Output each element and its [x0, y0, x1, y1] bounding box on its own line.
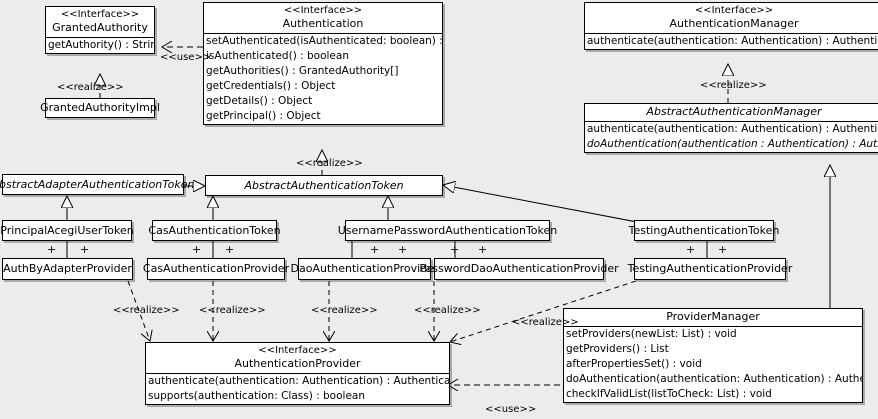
label-realize-testing: <<realize>>: [512, 317, 579, 328]
label-realize-authentication-token: <<realize>>: [296, 158, 363, 169]
class-header: <<Interface>> Authentication: [204, 3, 442, 33]
association-plus-marker: +: [192, 243, 202, 256]
class-name: AbstractAuthenticationManager: [646, 105, 822, 118]
stereotype-label: <<Interface>>: [283, 5, 363, 16]
association-plus-marker: +: [450, 243, 460, 256]
label-realize-dao: <<realize>>: [311, 305, 378, 316]
label-use-provider-manager: <<use>>: [485, 404, 537, 415]
operation-row: getCredentials() : Object: [206, 80, 336, 92]
class-name: TestingAuthenticationToken: [628, 223, 780, 237]
operation-row: getDetails() : Object: [206, 95, 313, 107]
operation-row: doAuthentication(authentication : Authen…: [587, 138, 878, 150]
class-testing-authentication-token[interactable]: TestingAuthenticationToken: [629, 220, 779, 241]
class-header: <<Interface>> GrantedAuthority: [46, 7, 154, 37]
operation-row: supports(authentication: Class) : boolea…: [148, 390, 365, 402]
operation-row: getProviders() : List: [566, 343, 669, 355]
association-plus-marker: +: [398, 243, 408, 256]
class-abstract-adapter-authentication-token[interactable]: AbstractAdapterAuthenticationToken: [0, 174, 194, 195]
class-granted-authority[interactable]: <<Interface>> GrantedAuthority getAuthor…: [45, 6, 155, 54]
operations-compartment: authenticate(authentication: Authenticat…: [585, 121, 878, 152]
class-authentication-provider[interactable]: <<Interface>> AuthenticationProvider aut…: [145, 342, 450, 405]
class-header: <<Interface>> AuthenticationManager: [585, 3, 878, 33]
class-auth-by-adapter-provider[interactable]: AuthByAdapterProvider: [2, 258, 133, 280]
operation-row: authenticate(authentication: Authenticat…: [148, 375, 449, 387]
operation-row: getPrincipal() : Object: [206, 110, 321, 122]
class-name: PasswordDaoAuthenticationProvider: [419, 262, 619, 275]
stereotype-label: <<Interface>>: [60, 9, 140, 20]
class-granted-authority-impl[interactable]: GrantedAuthorityImpl: [40, 98, 160, 118]
stereotype-label: <<Interface>>: [258, 345, 337, 356]
stereotype-label: <<Interface>>: [694, 5, 774, 16]
operation-row: authenticate(authentication: Authenticat…: [587, 123, 878, 135]
class-authentication[interactable]: <<Interface>> Authentication setAuthenti…: [203, 2, 443, 125]
class-cas-authentication-provider[interactable]: CasAuthenticationProvider: [143, 258, 289, 280]
operation-row: isAuthenticated() : boolean: [206, 50, 349, 62]
operation-row: setAuthenticated(isAuthenticated: boolea…: [206, 35, 442, 47]
class-provider-manager[interactable]: ProviderManager setProviders(newList: Li…: [563, 308, 863, 403]
class-dao-authentication-provider[interactable]: DaoAuthenticationProvider: [291, 258, 439, 280]
class-authentication-manager[interactable]: <<Interface>> AuthenticationManager auth…: [584, 2, 878, 50]
class-name: CasAuthenticationProvider: [142, 262, 290, 275]
operations-compartment: authenticate(authentication: Authenticat…: [585, 33, 878, 49]
class-name: AbstractAuthenticationToken: [244, 178, 404, 192]
operations-compartment: setProviders(newList: List) : void getPr…: [564, 326, 862, 402]
operation-row: getAuthority() : String: [48, 39, 154, 51]
class-username-password-authentication-token[interactable]: UsernamePasswordAuthenticationToken: [338, 220, 557, 241]
class-name: Authentication: [282, 17, 364, 30]
class-name: AuthenticationManager: [669, 17, 799, 30]
association-plus-marker: +: [686, 243, 696, 256]
class-name: GrantedAuthorityImpl: [40, 101, 160, 114]
label-realize-cas: <<realize>>: [199, 305, 266, 316]
association-plus-marker: +: [478, 243, 488, 256]
label-realize-authentication-manager: <<realize>>: [700, 80, 767, 91]
operations-compartment: authenticate(authentication: Authenticat…: [146, 373, 449, 404]
class-name: GrantedAuthority: [52, 21, 148, 34]
class-name: DaoAuthenticationProvider: [290, 262, 439, 275]
class-abstract-authentication-manager[interactable]: AbstractAuthenticationManager authentica…: [584, 103, 878, 153]
class-abstract-authentication-token[interactable]: AbstractAuthenticationToken: [205, 175, 443, 196]
operation-row: getAuthorities() : GrantedAuthority[]: [206, 65, 399, 77]
class-testing-authentication-provider[interactable]: TestingAuthenticationProvider: [628, 258, 792, 280]
operation-row: afterPropertiesSet() : void: [566, 358, 702, 370]
label-realize-granted-authority: <<realize>>: [57, 82, 124, 93]
class-principal-acegi-user-token[interactable]: PrincipalAcegiUserToken: [0, 220, 134, 241]
label-realize-password-dao: <<realize>>: [414, 305, 481, 316]
class-name: TestingAuthenticationProvider: [627, 262, 793, 275]
operation-row: doAuthentication(authentication: Authent…: [566, 373, 862, 385]
class-name: UsernamePasswordAuthenticationToken: [337, 223, 558, 237]
class-password-dao-authentication-provider[interactable]: PasswordDaoAuthenticationProvider: [419, 258, 619, 280]
operation-row: checkIfValidList(listToCheck: List) : vo…: [566, 388, 772, 400]
class-header: ProviderManager: [564, 309, 862, 326]
operation-row: setProviders(newList: List) : void: [566, 328, 737, 340]
class-name: AuthByAdapterProvider: [3, 262, 132, 275]
association-plus-marker: +: [370, 243, 380, 256]
operations-compartment: setAuthenticated(isAuthenticated: boolea…: [204, 33, 442, 124]
operations-compartment: getAuthority() : String: [46, 37, 154, 53]
association-plus-marker: +: [47, 243, 57, 256]
class-header: <<Interface>> AuthenticationProvider: [146, 343, 449, 373]
class-cas-authentication-token[interactable]: CasAuthenticationToken: [148, 220, 281, 241]
operation-row: authenticate(authentication: Authenticat…: [587, 35, 878, 47]
label-realize-auth-by-adapter: <<realize>>: [113, 305, 180, 316]
class-header: AbstractAuthenticationManager: [585, 104, 878, 121]
class-name: PrincipalAcegiUserToken: [0, 223, 134, 237]
association-plus-marker: +: [225, 243, 235, 256]
class-name: CasAuthenticationToken: [148, 223, 281, 237]
association-plus-marker: +: [718, 243, 728, 256]
class-name: ProviderManager: [666, 310, 760, 323]
association-plus-marker: +: [80, 243, 90, 256]
label-use-granted-authority: <<use>>: [160, 52, 212, 63]
class-name: AuthenticationProvider: [234, 357, 361, 370]
class-name: AbstractAdapterAuthenticationToken: [0, 177, 195, 191]
